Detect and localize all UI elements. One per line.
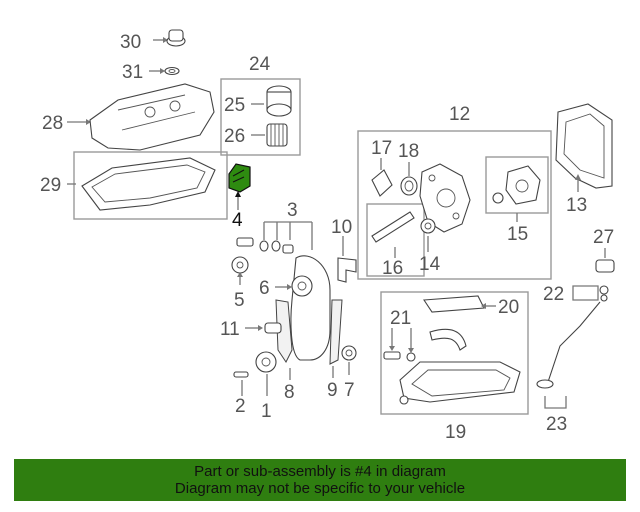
callout-13: 13 — [566, 195, 587, 216]
callout-25: 25 — [224, 95, 245, 116]
part-22-dipstick-seals[interactable] — [572, 285, 609, 302]
group-box-16 — [366, 203, 425, 277]
part-29-valve-cover-gasket[interactable] — [67, 157, 216, 211]
callout-7: 7 — [344, 380, 355, 401]
callout-3: 3 — [287, 200, 298, 221]
callout-27: 27 — [593, 227, 614, 248]
callout-17: 17 — [371, 138, 392, 159]
callout-9: 9 — [327, 380, 338, 401]
callout-6: 6 — [259, 278, 270, 299]
callout-22: 22 — [543, 284, 564, 305]
callout-28: 28 — [42, 113, 63, 134]
part-16-valve-parts[interactable] — [371, 211, 415, 258]
callout-1: 1 — [261, 401, 272, 422]
part-1-crank-sprocket[interactable] — [255, 351, 277, 396]
callout-10: 10 — [331, 217, 352, 238]
callout-31: 31 — [122, 62, 143, 83]
banner-line-2: Diagram may not be specific to your vehi… — [174, 480, 466, 497]
callout-14: 14 — [419, 254, 441, 275]
callout-19: 19 — [445, 422, 466, 443]
part-27-sensor[interactable] — [595, 248, 615, 273]
callout-4-highlighted: 4 — [232, 210, 243, 231]
callout-15: 15 — [507, 224, 528, 245]
callout-29: 29 — [40, 175, 61, 196]
part-9-chain-guide[interactable] — [329, 299, 343, 378]
part-19-oil-pan[interactable] — [399, 361, 521, 405]
part-18-seal[interactable] — [400, 162, 418, 196]
callout-26: 26 — [224, 126, 245, 147]
group-box-12 — [357, 130, 552, 280]
callout-21: 21 — [390, 308, 411, 329]
part-23-dipstick[interactable] — [536, 301, 601, 409]
callout-23: 23 — [546, 414, 567, 435]
timing-chain-assembly[interactable] — [275, 255, 331, 361]
part-15-oil-pump[interactable] — [492, 165, 541, 222]
part-31-seal[interactable] — [149, 66, 180, 76]
part-3-bolts[interactable] — [236, 221, 313, 254]
part-8-chain-guide[interactable] — [275, 299, 293, 380]
part-20-baffle[interactable] — [423, 295, 496, 313]
part-front-cover[interactable] — [419, 163, 471, 233]
info-banner: Part or sub-assembly is #4 in diagram Di… — [14, 459, 626, 501]
group-box-24 — [220, 78, 301, 156]
part-30-oil-cap[interactable] — [153, 29, 186, 47]
part-11-plug[interactable] — [245, 322, 282, 334]
part-7-seal[interactable] — [341, 345, 357, 375]
part-4-tensioner-highlighted[interactable] — [228, 163, 251, 210]
callout-24: 24 — [249, 54, 271, 75]
part-28-valve-cover[interactable] — [67, 83, 215, 151]
part-25-boot[interactable] — [251, 85, 292, 117]
callout-2: 2 — [235, 396, 246, 417]
callout-8: 8 — [284, 382, 295, 403]
group-box-19 — [380, 291, 529, 415]
callout-16: 16 — [382, 258, 403, 279]
part-21-pickup-tube[interactable] — [383, 328, 467, 362]
banner-line-1: Part or sub-assembly is #4 in diagram — [194, 463, 446, 480]
part-26-filter[interactable] — [251, 123, 288, 147]
part-13-cover[interactable] — [555, 103, 613, 192]
callout-5: 5 — [234, 290, 245, 311]
callout-30: 30 — [120, 32, 141, 53]
part-2-bolt[interactable] — [233, 371, 249, 396]
part-10-bracket[interactable] — [337, 236, 357, 283]
callout-11: 11 — [220, 319, 240, 340]
callout-12: 12 — [449, 104, 470, 125]
part-5-idler-pulley[interactable] — [231, 256, 249, 285]
callout-18: 18 — [398, 141, 419, 162]
part-14-seal[interactable] — [420, 218, 436, 252]
callout-20: 20 — [498, 297, 519, 318]
group-box-29 — [73, 151, 228, 220]
part-17-gasket[interactable] — [371, 158, 393, 197]
